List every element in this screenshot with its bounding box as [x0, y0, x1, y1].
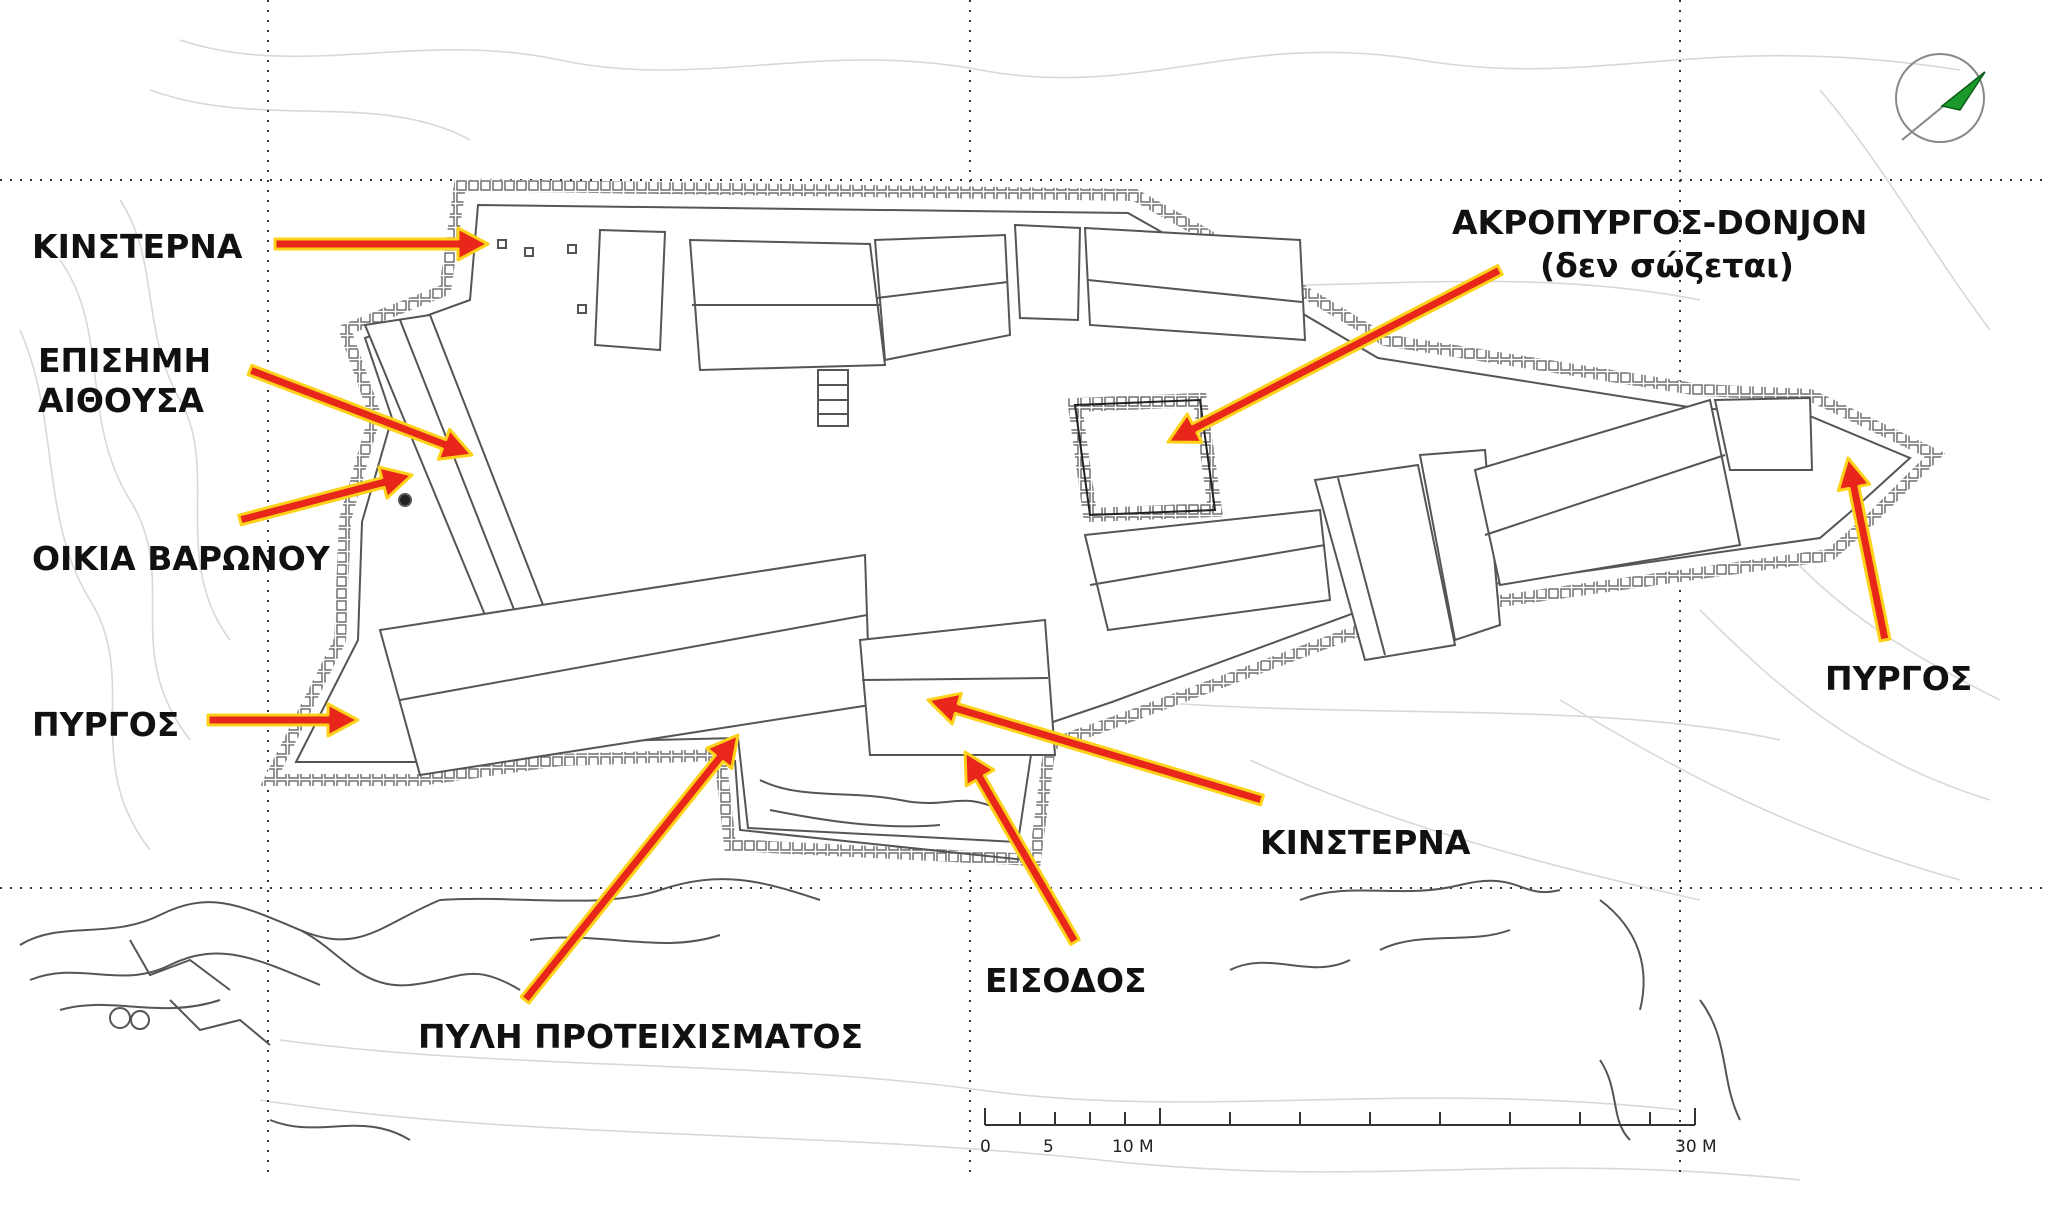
north-arrow-icon — [1895, 53, 1986, 143]
outer-barbican — [734, 759, 1026, 861]
scale-tick-10: 10 M — [1112, 1137, 1154, 1157]
arrow-keep — [1166, 264, 1504, 444]
arrow-baron-house — [237, 465, 414, 527]
label-tower-west: ΠΥΡΓΟΣ — [32, 705, 179, 744]
terrain-contours — [19, 39, 2001, 1181]
coastline-sketch — [19, 878, 1741, 1141]
label-entrance: ΕΙΣΟΔΟΣ — [985, 961, 1147, 1000]
scale-bar — [984, 1108, 1696, 1126]
label-keep-1: ΑΚΡΟΠΥΡΓΟΣ-DONJON — [1452, 203, 1867, 242]
arrow-entrance — [963, 750, 1081, 946]
label-outer-gate: ΠΥΛΗ ΠΡΟΤΕΙΧΙΣΜΑΤΟΣ — [418, 1017, 863, 1056]
scale-tick-0: 0 — [980, 1137, 991, 1157]
scale-tick-5: 5 — [1043, 1137, 1054, 1157]
label-tower-east: ΠΥΡΓΟΣ — [1825, 659, 1972, 698]
arrow-ceremonial-hall — [246, 363, 474, 461]
arrows — [206, 226, 1892, 1005]
arrow-outer-gate — [519, 733, 740, 1005]
arrow-tower-east — [1836, 456, 1892, 643]
label-cistern-south: ΚΙΝΣΤΕΡΝΑ — [1260, 823, 1471, 862]
arrow-cistern-south — [926, 691, 1265, 807]
label-keep-2: (δεν σώζεται) — [1540, 246, 1794, 285]
label-baron-house: ΟΙΚΙΑ ΒΑΡΩΝΟΥ — [32, 539, 331, 578]
arrow-tower-west — [206, 702, 360, 738]
arrow-cistern-nw — [273, 226, 490, 262]
scale-tick-30: 30 M — [1675, 1137, 1717, 1157]
label-cistern-nw: ΚΙΝΣΤΕΡΝΑ — [32, 227, 243, 266]
label-ceremonial-hall-2: ΑΙΘΟΥΣΑ — [38, 381, 204, 420]
castle-buildings — [363, 223, 1814, 777]
label-ceremonial-hall-1: ΕΠΙΣΗΜΗ — [38, 341, 211, 380]
